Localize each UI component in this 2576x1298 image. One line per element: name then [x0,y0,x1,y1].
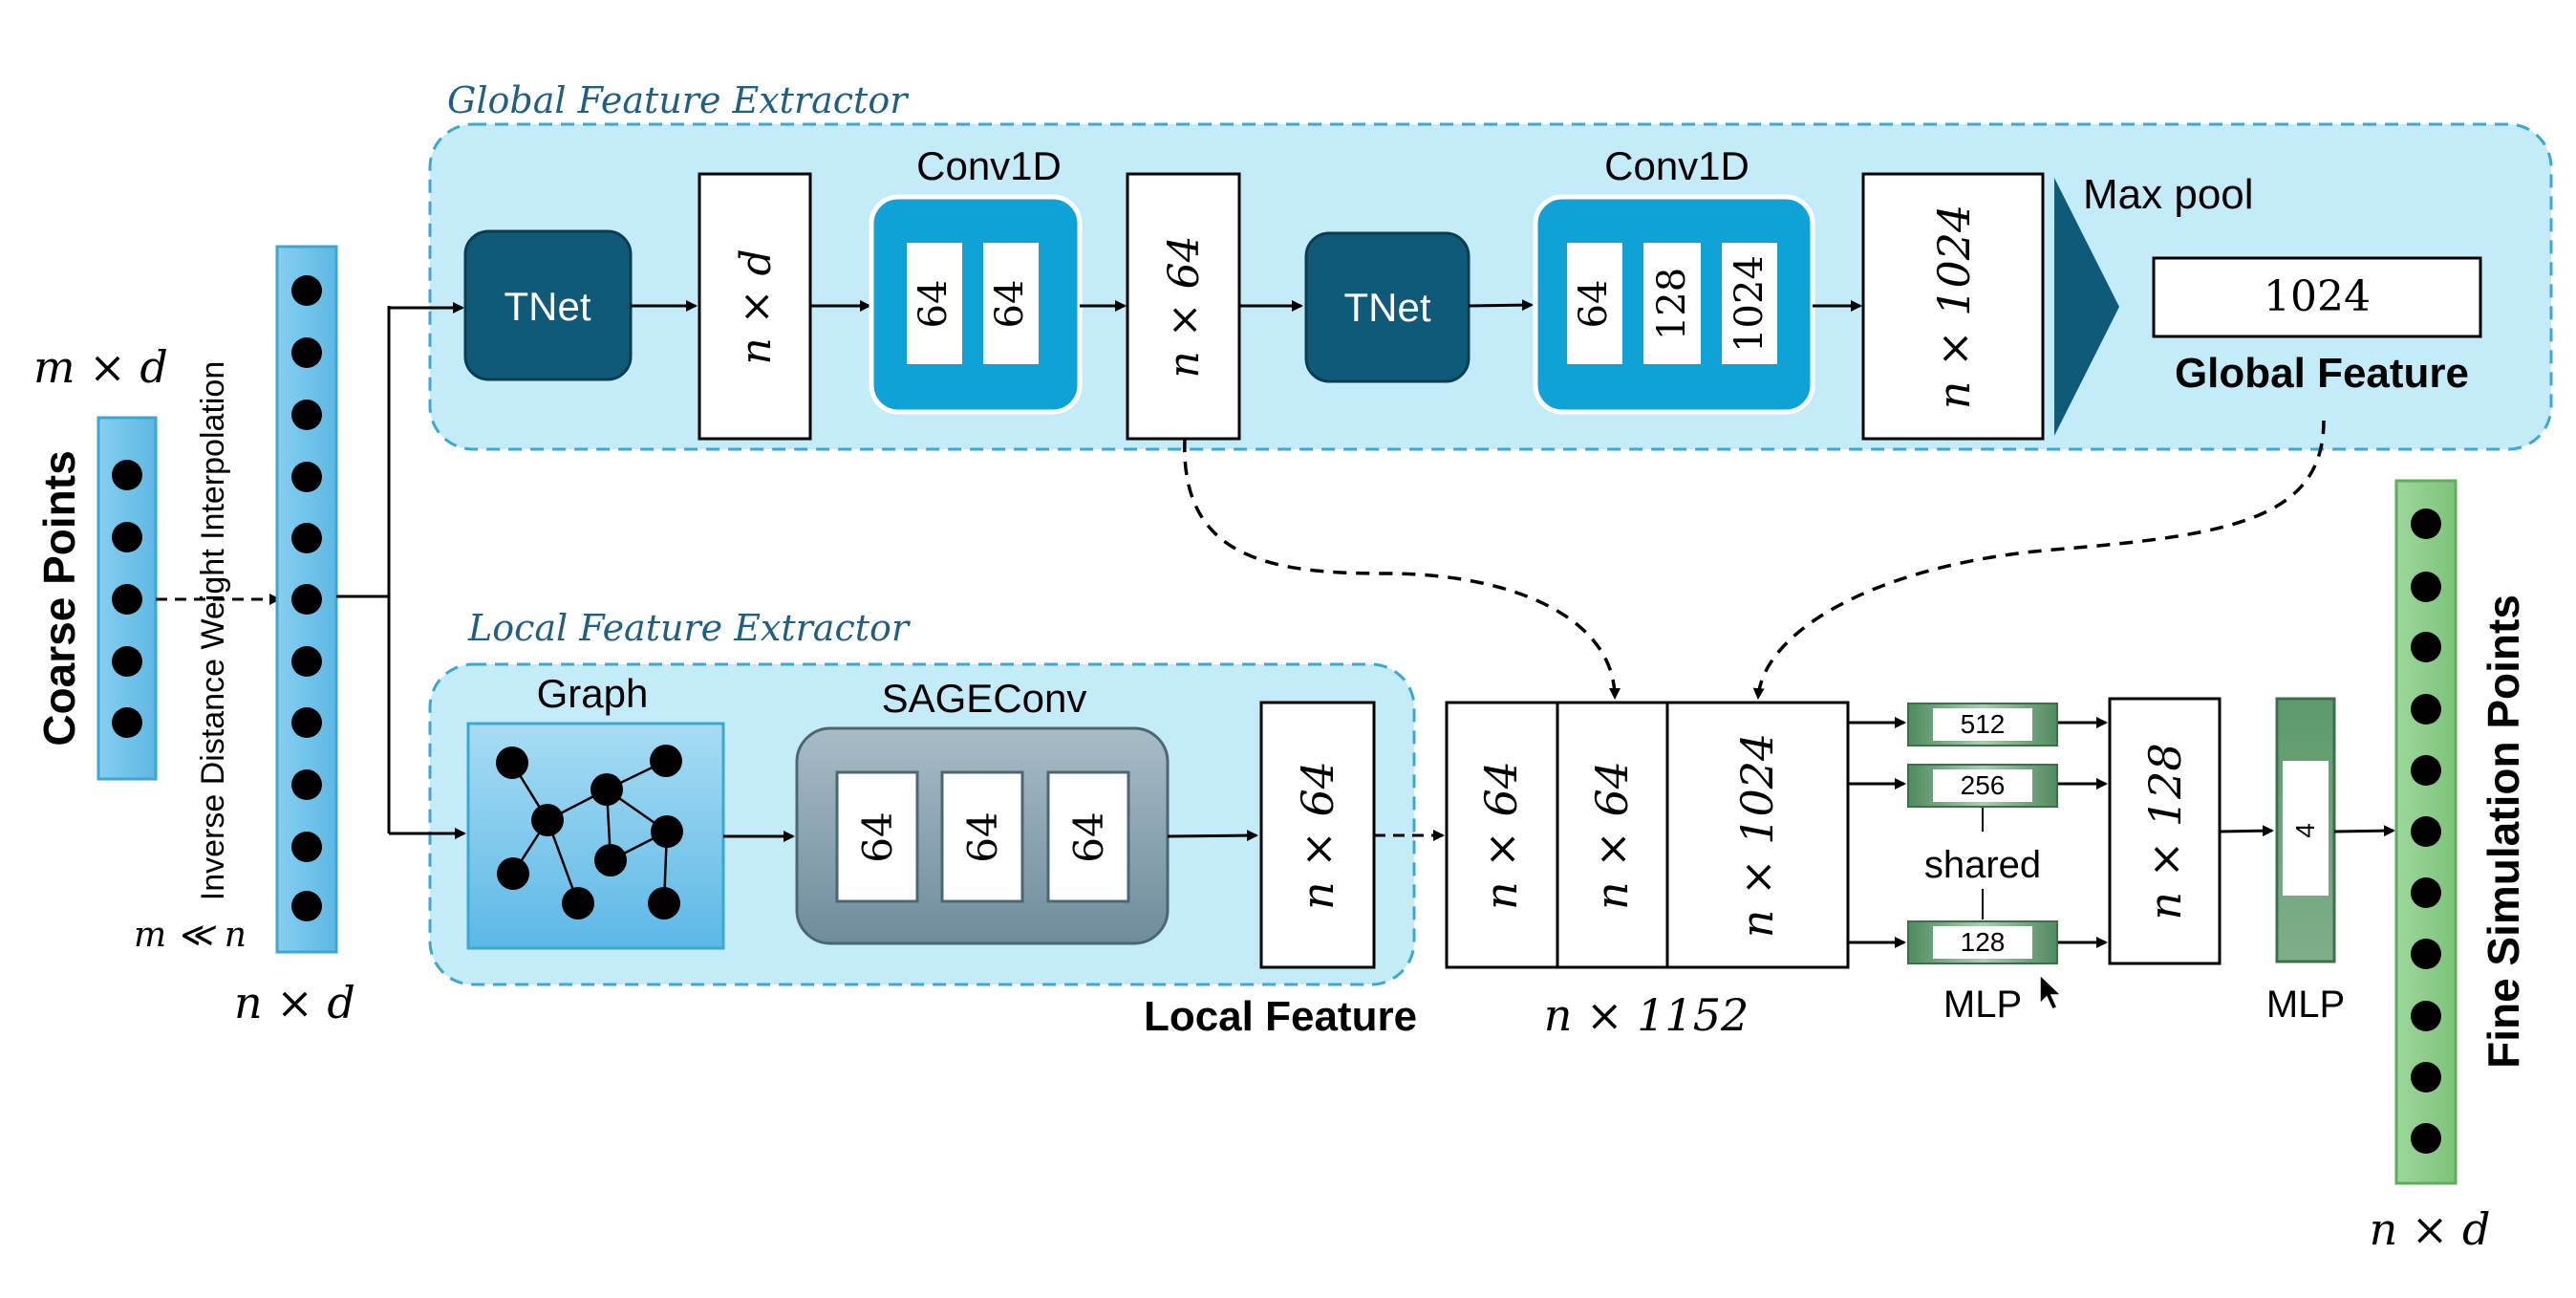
mlp-unit-128: 128 [1907,920,2058,964]
global-extractor-title: Global Feature Extractor [447,79,910,121]
conv1d-unit: 64 [912,280,955,329]
concat-col: n × 64 [1475,761,1527,910]
branch-connectors [336,302,466,839]
mlp-block-2: 4 MLP [2266,697,2345,1026]
max-pool: Max pool [2054,171,2254,436]
tnet-block-2: TNet [1304,231,1470,383]
conv1d-block-2: Conv1D 64 128 1024 [1533,143,1815,415]
sageconv-block: SAGEConv 64 64 64 [795,676,1170,945]
coarse-points-dots [112,460,142,738]
global-feature-value: 1024 [2264,272,2371,321]
mlp-shared-block [1848,717,2108,948]
graph-nodes [496,745,683,919]
graph-label: Graph [537,671,649,716]
tnet-label-1: TNet [504,284,590,329]
global-feature-label: Global Feature [2175,350,2469,397]
tnet-block-1: TNet [463,229,633,381]
concat-col: n × 64 [1586,761,1638,910]
conv1d-block-1: Conv1D 64 64 [869,143,1083,415]
concat-col: n × 1024 [1731,733,1783,938]
fine-points-block: Fine Simulation Points n × d [2370,479,2528,1255]
coarse-points-block: m × d Coarse Points [33,341,168,781]
m-much-less-n: m ≪ n [134,916,247,955]
conv1d-title-2: Conv1D [1604,143,1750,188]
dim-n-128: n × 128 [2139,743,2191,919]
feature-box-n-64-local: n × 64 [1259,701,1376,969]
sageconv-unit: 64 [854,811,901,862]
sageconv-unit: 64 [1065,811,1112,862]
mlp-unit-label: 256 [1961,770,2006,800]
mlp-unit-label: 512 [1961,709,2006,739]
conv1d-title-1: Conv1D [916,143,1062,188]
max-pool-label: Max pool [2083,171,2254,218]
mlp-unit-512: 512 [1907,703,2058,746]
fine-points-label: Fine Simulation Points [2479,595,2528,1069]
coarse-points-label: Coarse Points [34,450,84,746]
interpolated-dim: n × d [234,977,355,1028]
feature-box-n-64-global: n × 64 [1126,172,1241,441]
graph-block: Graph [466,671,725,950]
skip-connection-global [1752,420,2326,700]
skip-connection-local [1183,438,1621,700]
sageconv-unit: 64 [959,811,1006,862]
mlp-unit-256: 256 [1907,764,2058,808]
fine-points-dim: n × d [2370,1203,2491,1255]
global-feature-vector: 1024 Global Feature [2152,256,2482,397]
mlp2-unit-label: 4 [2290,823,2320,838]
sageconv-title: SAGEConv [882,676,1087,721]
mouse-cursor-icon [2039,973,2063,1010]
shared-label: shared [1924,844,2041,886]
dim-n-1024-global: n × 1024 [1928,205,1980,409]
concat-feature: n × 64 n × 64 n × 1024 n × 1152 [1445,701,1850,1041]
mlp-label-2: MLP [2266,984,2345,1026]
concat-dim: n × 1152 [1544,989,1749,1041]
dim-n-64-local: n × 64 [1292,761,1343,910]
dim-n-d: n × d [732,249,781,364]
tnet-label-2: TNet [1343,285,1430,330]
conv1d-unit: 64 [988,280,1032,329]
feature-box-n-d: n × d [698,172,812,441]
max-pool-triangle [2054,178,2119,436]
interpolation-label: Inverse Distance Weight Interpolation [195,361,231,900]
fine-points-dots [2411,508,2441,1154]
interpolated-points-dots [291,275,322,921]
dim-n-64-global: n × 64 [1160,235,1209,378]
coarse-points-dim: m × d [33,341,168,393]
feature-box-n-1024-global: n × 1024 [1861,172,2045,441]
local-feature-label: Local Feature [1144,993,1417,1040]
mlp-label-1: MLP [1943,984,2022,1026]
interpolation-block: Inverse Distance Weight Interpolation m … [134,245,355,1028]
conv1d-unit: 128 [1650,268,1694,340]
local-extractor-title: Local Feature Extractor [467,607,912,649]
conv1d-unit: 1024 [1728,255,1771,353]
feature-box-n-128: n × 128 [2108,697,2222,965]
mlp-unit-label: 128 [1961,927,2006,957]
conv1d-unit: 64 [1572,280,1616,329]
